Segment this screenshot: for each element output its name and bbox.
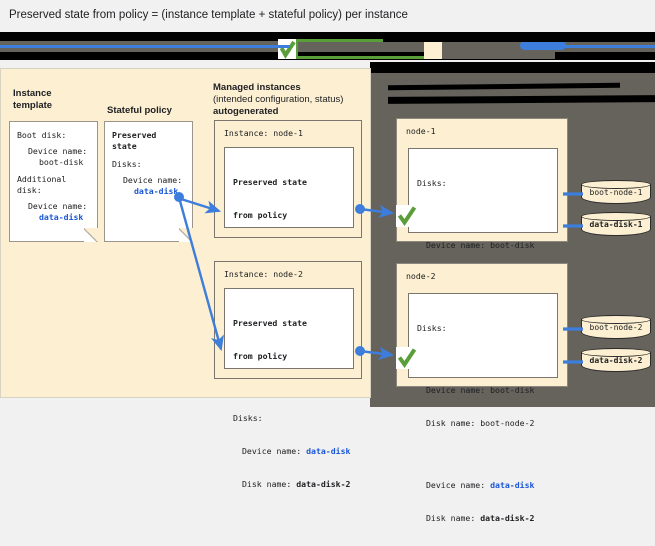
check-badge-node-2 [396,347,418,369]
sp-line3: Disks: [112,159,142,169]
mi2-title1: Preserved state [233,318,307,328]
mi1-title1: Preserved state [233,177,307,187]
node-2-disks-box: Disks: Device name: boot-disk Disk name:… [408,293,558,523]
stateful-policy-card: Preserved state Disks: Device name: data… [104,121,193,242]
disk-volume-boot-node-1: boot-node-1 [581,180,651,207]
check-mark-icon [397,206,417,226]
n1-boot-device-value: boot-disk [490,240,535,250]
page-title: Preserved state from policy = (instance … [0,0,655,30]
column-subtitle-managed-instances: (intended configuration, status) [213,94,344,105]
mi2-disk-label: Disk name: [242,479,292,489]
collapsed-banner-strip [0,30,655,62]
n2-disks-label: Disks: [417,323,447,333]
strip-black-top [0,32,655,41]
column-title-managed-instances: Managed instances [213,82,301,93]
disk-label: data-disk-2 [589,356,643,365]
managed-instance-node-2-state: Preserved state from policy Disks: Devic… [224,288,354,489]
disk-label: boot-node-2 [589,323,643,332]
mi2-disks-label: Disks: [233,413,263,423]
redaction-bar-0 [370,62,655,73]
column-title-instance-template: Instance template [13,88,53,111]
n2-data-device-row: Device name: data-disk [417,480,549,491]
strip-blue-line-left [0,45,290,48]
it-line2: Device name: [28,146,88,156]
n2-boot-disk-label: Disk name: [426,418,476,428]
card-fold-corner [84,228,98,242]
disk-label: data-disk-1 [589,220,643,229]
n2-boot-disk-row: Disk name: boot-node-2 [417,418,549,429]
disk-volume-data-disk-2: data-disk-2 [581,348,651,375]
n2-boot-disk-value: boot-node-2 [480,418,535,428]
node-card-header: node-2 [406,271,436,281]
mi1-title2: from policy [233,210,288,220]
it-line6: Device name: [28,201,88,211]
mi2-device-row: Device name: data-disk [233,446,350,457]
disk-volume-boot-node-2: boot-node-2 [581,315,651,342]
node-card-header: node-1 [406,126,436,136]
mi2-device-label: Device name: [242,446,302,456]
sp-line5: data-disk [134,186,179,196]
column-title-autogenerated: autogenerated [213,106,279,117]
it-line7: data-disk [39,212,84,222]
n1-boot-device-row: Device name: boot-disk [417,240,549,251]
n2-data-disk-label: Disk name: [426,513,476,523]
strip-green-line-bottom [293,56,553,59]
n2-data-device-value: data-disk [490,480,535,490]
managed-instance-node-1-state: Preserved state from policy Disks: Devic… [224,147,354,348]
managed-instance-header: Instance: node-1 [224,128,303,138]
disk-label: boot-node-1 [589,188,643,197]
sp-line1: Preserved [112,130,157,140]
n2-data-disk-row: Disk name: data-disk-2 [417,513,549,524]
n1-disks-label: Disks: [417,178,447,188]
diagram-page: Preserved state from policy = (instance … [0,0,655,523]
n1-boot-device-label: Device name: [426,240,486,250]
strip-cream-block [424,39,442,59]
column-title-stateful-policy: Stateful policy [107,105,172,116]
strip-gray-band [0,41,655,52]
mi2-disk-value: data-disk-2 [296,479,351,489]
strip-check-icon [279,40,296,59]
instance-template-card: Boot disk: Device name: boot-disk Additi… [9,121,98,242]
n2-boot-device-row: Device name: boot-disk [417,385,549,396]
strip-green-line-top [295,39,415,42]
sp-line4: Device name: [123,175,183,185]
node-1-disks-box: Disks: Device name: boot-disk Disk name:… [408,148,558,378]
sp-line2: state [112,141,137,151]
n2-boot-device-value: boot-disk [490,385,535,395]
check-mark-icon [397,348,417,368]
disk-volume-data-disk-1: data-disk-1 [581,212,651,239]
mi2-device-value: data-disk [306,446,351,456]
it-line3: boot-disk [39,157,84,167]
n2-data-disk-value: data-disk-2 [480,513,535,523]
it-line5: disk: [17,185,42,195]
managed-instance-header: Instance: node-2 [224,269,303,279]
check-badge-node-1 [396,205,418,227]
it-line4: Additional [17,174,67,184]
it-line1: Boot disk: [17,130,67,140]
strip-blue-pill [520,41,566,50]
strip-black-seg [383,38,655,42]
mi2-title2: from policy [233,351,288,361]
n2-data-device-label: Device name: [426,480,486,490]
mi2-disk-row: Disk name: data-disk-2 [233,479,350,490]
card-fold-corner [179,228,193,242]
strip-blue-line-right [556,45,655,48]
n2-boot-device-label: Device name: [426,385,486,395]
